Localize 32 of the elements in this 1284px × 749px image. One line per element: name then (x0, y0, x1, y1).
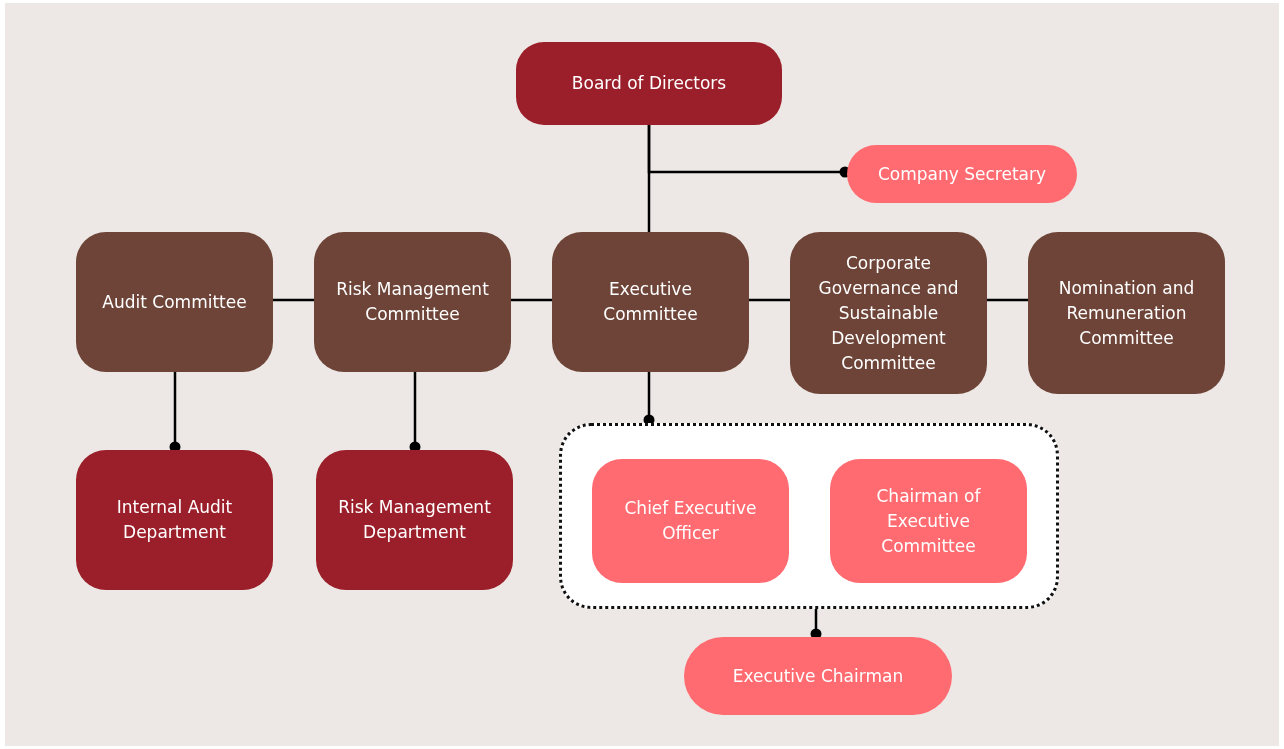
node-label: Executive Chairman (731, 664, 905, 688)
node-label: Chief Executive Officer (623, 497, 758, 545)
node-label: Risk Management Committee (335, 278, 490, 326)
committee-box (314, 232, 511, 372)
node-label: Internal Audit Department (115, 496, 234, 544)
node-label: Risk Management Department (337, 496, 492, 544)
dotted-group-box (559, 423, 1059, 609)
node-label: Nomination and Remuneration Committee (1057, 276, 1196, 350)
connector-line (409, 372, 421, 453)
connector-line (810, 609, 822, 640)
committee-box (76, 232, 273, 372)
connector-line (749, 298, 790, 302)
connector-line (273, 298, 314, 302)
connector-line (987, 298, 1028, 302)
department-box (76, 450, 273, 590)
role-box (592, 459, 789, 583)
node-label: Corporate Governance and Sustainable Development Committee (817, 251, 960, 375)
connector-line (511, 298, 552, 302)
connector-line (643, 372, 655, 426)
node-label: Company Secretary (876, 162, 1048, 186)
role-pill (847, 145, 1077, 203)
committee-box (1028, 232, 1225, 394)
committee-box (552, 232, 749, 372)
committee-box (790, 232, 987, 394)
node-label: Board of Directors (570, 72, 728, 95)
node-label: Executive Committee (602, 278, 699, 326)
node-label: Chairman of Executive Committee (875, 484, 982, 558)
connector-line (169, 372, 181, 453)
node-label: Audit Committee (101, 290, 248, 314)
board-box (516, 42, 782, 125)
role-box (830, 459, 1027, 583)
department-box (316, 450, 513, 590)
